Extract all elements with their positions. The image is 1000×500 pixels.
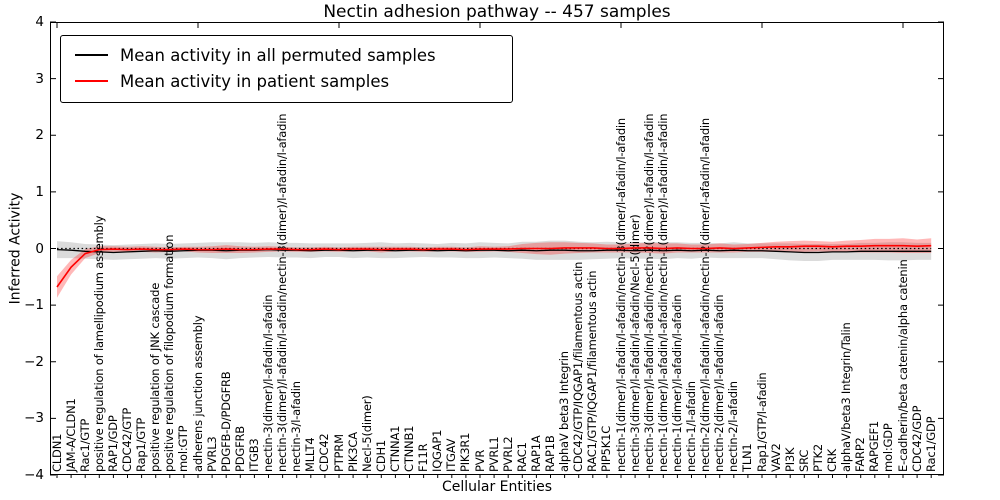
legend: Mean activity in all permuted samples Me…	[60, 35, 513, 103]
y-tick-label: 3	[35, 70, 44, 87]
legend-label-permuted: Mean activity in all permuted samples	[120, 45, 436, 65]
legend-item-permuted: Mean activity in all permuted samples	[71, 42, 502, 68]
legend-item-patient: Mean activity in patient samples	[71, 68, 502, 94]
y-tick-label: −1	[24, 297, 44, 314]
plot-area	[50, 21, 944, 478]
permuted-mean-line	[56, 248, 932, 254]
y-tick-label: 1	[35, 183, 44, 200]
x-axis-label: Cellular Entities	[441, 479, 553, 495]
mean-lines-layer	[56, 244, 932, 288]
legend-line-patient-icon	[75, 80, 108, 82]
legend-label-patient: Mean activity in patient samples	[120, 71, 390, 91]
y-tick-label: 4	[35, 14, 44, 30]
chart-title: Nectin adhesion pathway -- 457 samples	[323, 2, 671, 22]
patient-mean-line	[56, 244, 932, 288]
y-tick-label: 0	[35, 240, 44, 257]
y-tick-label: −2	[24, 353, 44, 370]
legend-line-permuted-icon	[75, 54, 108, 56]
y-tick-label: 2	[35, 127, 44, 144]
y-tick-label: −3	[24, 410, 44, 427]
y-tick-label: −4	[24, 467, 44, 483]
